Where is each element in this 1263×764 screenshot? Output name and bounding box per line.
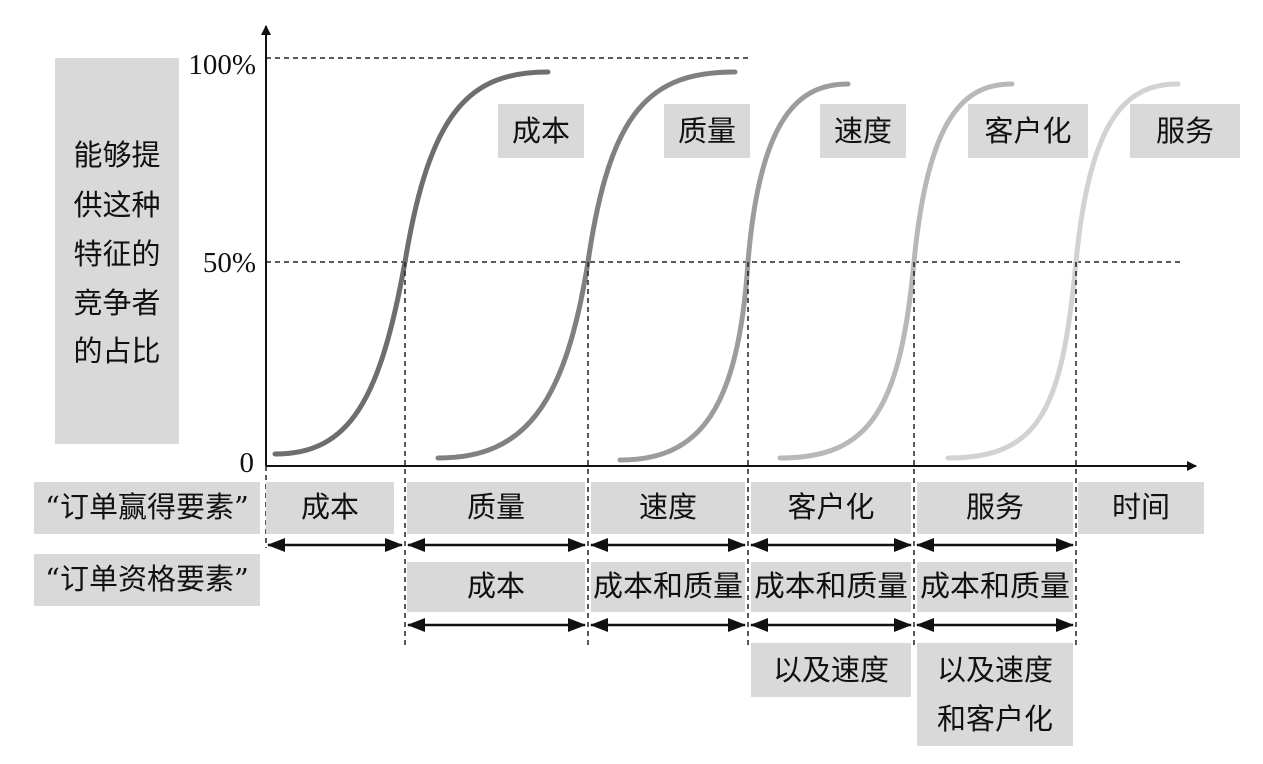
y-axis-label-line-2: 供这种 [73, 188, 160, 222]
tick-100: 100% [188, 49, 256, 81]
winner-speed: 速度 [639, 490, 697, 524]
qualifier-box-3 [751, 562, 911, 612]
winner-box-speed [591, 482, 745, 534]
tick-0: 0 [240, 447, 255, 479]
winner-cost: 成本 [301, 490, 359, 524]
winner-customization: 客户化 [787, 490, 874, 524]
winner-quality: 质量 [467, 490, 525, 524]
curve-label-box-cost [498, 104, 584, 158]
y-axis-label-line-5: 的占比 [73, 334, 160, 368]
qualifier-3: 成本和质量 [754, 569, 908, 603]
curve-label-quality: 质量 [678, 114, 736, 148]
curve-label-service: 服务 [1156, 114, 1214, 148]
qualifier-extra-2-line-1: 以及速度 [937, 653, 1053, 687]
qualifier-extra-box-2 [917, 643, 1073, 746]
curve-label-box-speed [820, 104, 906, 158]
qualifier-extra-1: 以及速度 [773, 653, 889, 687]
winner-service: 服务 [966, 490, 1024, 524]
winner-time: 时间 [1112, 490, 1170, 524]
qualifier-2: 成本和质量 [593, 569, 743, 603]
winner-box-customization [751, 482, 911, 534]
y-axis-label-line-1: 能够提 [73, 138, 160, 172]
tick-50: 50% [203, 247, 256, 279]
qualifier-box-4 [917, 562, 1073, 612]
curve-label-box-customization [968, 104, 1088, 158]
y-axis-label-line-3: 特征的 [73, 237, 160, 271]
curve-label-speed: 速度 [834, 114, 892, 148]
y-axis-label-box [55, 58, 179, 444]
curve-label-customization: 客户化 [984, 114, 1071, 148]
winner-box-cost [266, 482, 394, 534]
winner-box-quality [407, 482, 585, 534]
row-label-box-winners [34, 482, 260, 534]
qualifier-box-2 [591, 562, 745, 612]
winner-box-time [1078, 482, 1204, 534]
curve-label-box-service [1130, 104, 1240, 158]
row-label-winners: “订单赢得要素” [45, 490, 249, 524]
winner-box-service [917, 482, 1073, 534]
curve-label-box-quality [664, 104, 750, 158]
row-label-box-qualifiers [34, 554, 260, 606]
qualifier-1: 成本 [467, 569, 525, 603]
curve-label-cost: 成本 [512, 114, 570, 148]
qualifier-extra-2-line-2: 和客户化 [937, 702, 1053, 736]
qualifier-4: 成本和质量 [920, 569, 1070, 603]
qualifier-box-1 [407, 562, 585, 612]
y-axis-label-line-4: 竞争者 [73, 286, 160, 320]
qualifier-extra-box-1 [751, 643, 911, 697]
row-label-qualifiers: “订单资格要素” [45, 562, 249, 596]
